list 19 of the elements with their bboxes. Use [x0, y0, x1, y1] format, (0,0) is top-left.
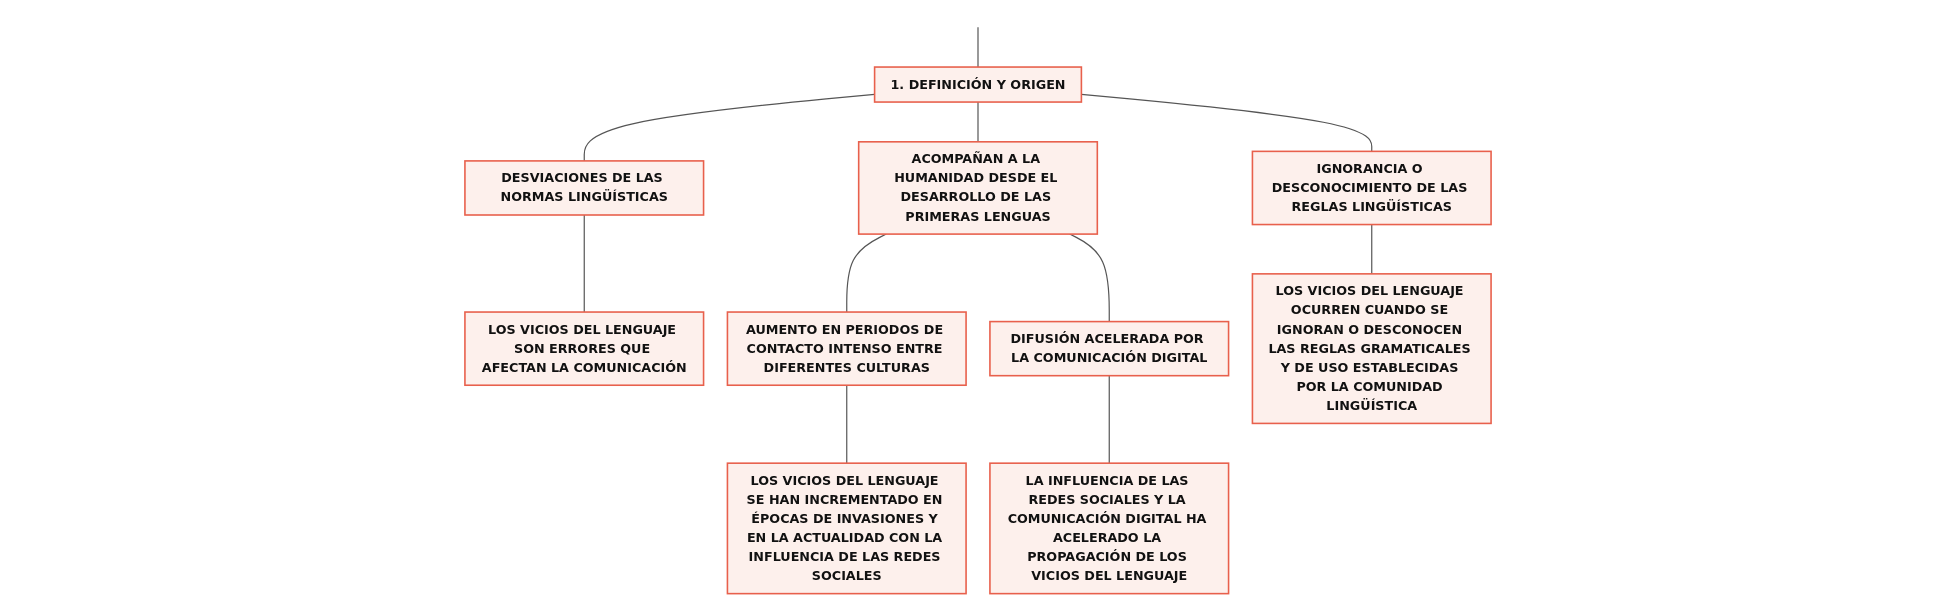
node-box: AUMENTO EN PERIODOS DE CONTACTO INTENSO ENTRE DIFERENTES CULTURAS — [726, 311, 967, 387]
connector — [1370, 223, 1372, 275]
node-box: IGNORANCIA O DESCONOCIMIENTO DE LAS REGLAS LINGÜÍSTICAS — [1251, 150, 1492, 226]
connector — [583, 93, 875, 162]
node-box: LA INFLUENCIA DE LAS REDES SOCIALES Y LA COMUNICACIÓN DIGITAL HA ACELERADO LA PROPAGACIÓN DE LOS VICIOS DEL LENGUAJE — [988, 462, 1229, 595]
connector — [845, 384, 847, 464]
connector — [976, 26, 979, 68]
connector — [1080, 93, 1372, 152]
node-box: ACOMPAÑAN A LA HUMANIDAD DESDE EL DESARROLLO DE LAS PRIMERAS LENGUAS — [857, 141, 1098, 235]
connector — [845, 233, 887, 313]
connector — [583, 214, 585, 313]
node-box: 1. DEFINICIÓN Y ORIGEN — [873, 66, 1082, 103]
node-box: DESVIACIONES DE LAS NORMAS LINGÜÍSTICAS — [463, 160, 704, 216]
connector — [1108, 375, 1110, 464]
node-box: DIFUSIÓN ACELERADA POR LA COMUNICACIÓN DIGITAL — [988, 320, 1229, 377]
node-box: LOS VICIOS DEL LENGUAJE OCURREN CUANDO SE IGNORAN O DESCONOCEN LAS REGLAS GRAMATICALES Y DE USO ESTABLECIDAS POR LA COMUNIDAD LINGÜÍSTICA — [1251, 273, 1492, 425]
node-box: LOS VICIOS DEL LENGUAJE SON ERRORES QUE AFECTAN LA COMUNICACIÓN — [463, 311, 704, 387]
connector — [976, 101, 979, 143]
node-box: LOS VICIOS DEL LENGUAJE SE HAN INCREMENTADO EN ÉPOCAS DE INVASIONES Y EN LA ACTUALIDAD CON LA INFLUENCIA DE LAS REDES SOCIALES — [726, 462, 967, 595]
